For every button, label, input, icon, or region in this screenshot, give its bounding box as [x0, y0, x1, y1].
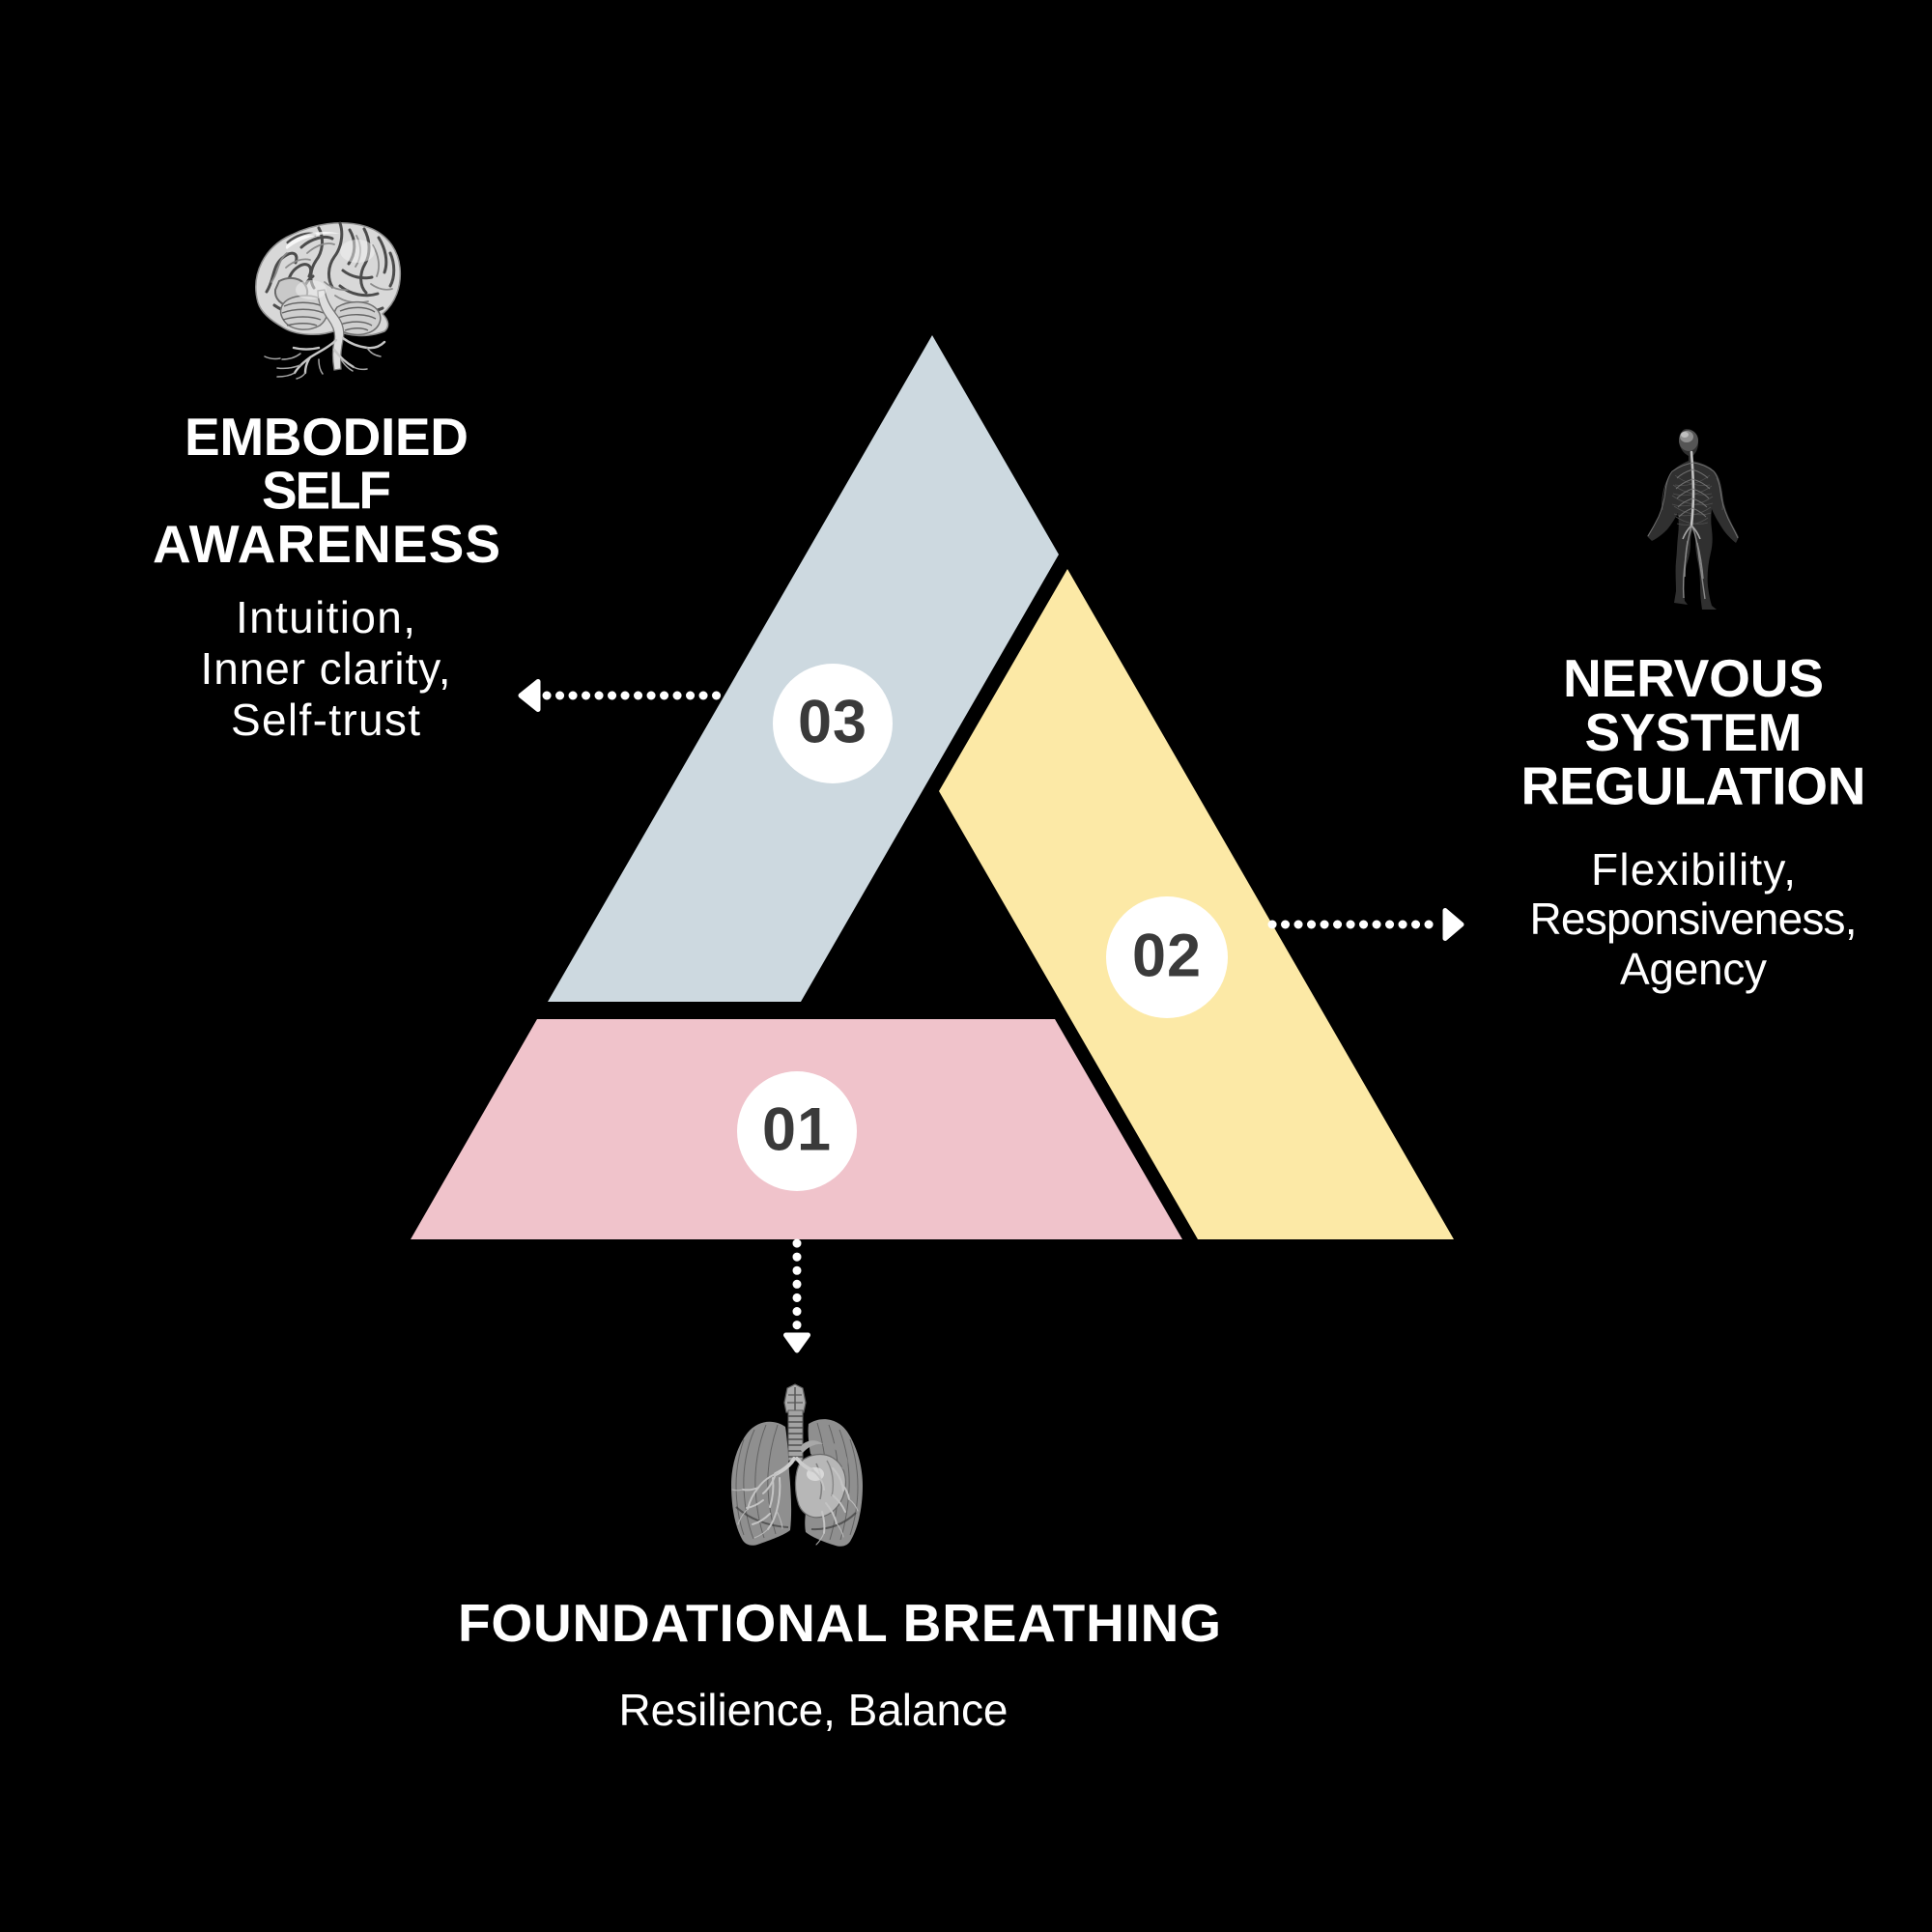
svg-text:Agency: Agency [1620, 944, 1767, 994]
svg-text:FOUNDATIONAL BREATHING: FOUNDATIONAL BREATHING [458, 1593, 1221, 1653]
svg-text:02: 02 [1132, 923, 1202, 990]
svg-text:Self-trust: Self-trust [231, 695, 420, 745]
svg-text:SYSTEM: SYSTEM [1585, 702, 1803, 762]
svg-text:Resilience, Balance: Resilience, Balance [619, 1685, 1009, 1735]
svg-text:03: 03 [798, 689, 867, 756]
svg-text:Intuition,: Intuition, [236, 592, 415, 642]
svg-text:AWARENESS: AWARENESS [153, 514, 500, 574]
svg-text:SELF: SELF [262, 461, 391, 521]
svg-text:EMBODIED: EMBODIED [185, 407, 469, 467]
svg-text:Inner clarity,: Inner clarity, [201, 643, 451, 694]
svg-text:REGULATION: REGULATION [1521, 756, 1866, 816]
svg-text:Responsiveness,: Responsiveness, [1530, 894, 1858, 944]
svg-text:01: 01 [762, 1096, 832, 1164]
svg-text:Flexibility,: Flexibility, [1591, 844, 1796, 895]
svg-text:NERVOUS: NERVOUS [1563, 648, 1824, 708]
